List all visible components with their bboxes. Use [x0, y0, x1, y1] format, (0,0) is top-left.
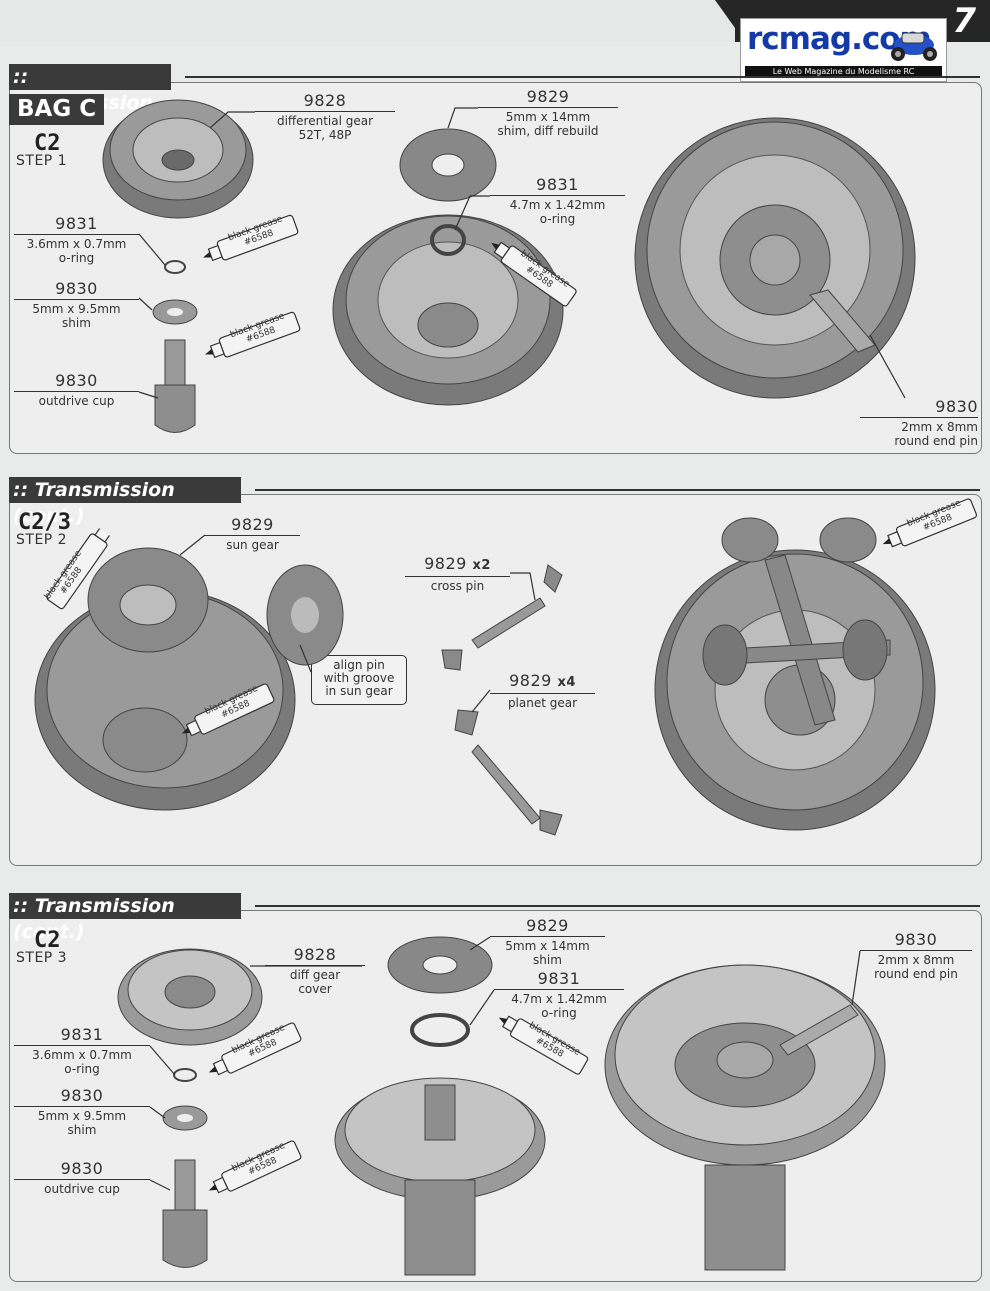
callout-planet-gear: 9829 x4 planet gear — [490, 672, 595, 710]
leader-lines — [138, 107, 906, 1191]
o-ring-small-3 — [173, 1068, 197, 1082]
section-header-2: :: Transmission (cont.) — [9, 477, 980, 527]
shim-large-3 — [387, 936, 493, 994]
diff-gear-large-1 — [634, 117, 916, 399]
o-ring-large-3 — [410, 1013, 470, 1047]
shim-small-1 — [152, 299, 198, 325]
callout-cross-pin: 9829 x2 cross pin — [405, 555, 510, 593]
outdrive-cup-1 — [154, 339, 196, 433]
cross-pin-2 — [471, 744, 541, 825]
diff-cover-mid — [334, 1077, 546, 1276]
diff-cover-small — [117, 948, 263, 1046]
shim-large-1 — [399, 128, 497, 202]
o-ring-small-1 — [164, 260, 186, 274]
callout-outdrive-cup-3: 9830 outdrive cup — [14, 1160, 150, 1196]
diff-gear-mid-1 — [332, 214, 564, 406]
page-number: 7 — [952, 1, 976, 41]
outdrive-cup-3 — [162, 1159, 208, 1268]
callout-outdrive-cup: 9830 outdrive cup — [14, 372, 139, 408]
rcmag-logo[interactable]: rcmag.com Le Web Magazine du Modelisme R… — [740, 18, 947, 82]
step-id-2: C2/3 — [18, 510, 71, 535]
section-title-3: :: Transmission (cont.) — [9, 893, 241, 943]
section-rule-3 — [255, 905, 980, 907]
page-header-light-area — [0, 0, 735, 42]
logo-subtitle: Le Web Magazine du Modelisme RC — [745, 66, 942, 77]
sun-gear-side — [266, 564, 344, 666]
callout-sun-gear: 9829 sun gear — [205, 516, 300, 552]
cross-pin-1 — [471, 597, 546, 649]
bag-label: BAG C — [9, 94, 105, 125]
planet-gears — [441, 564, 563, 836]
step-id-1: C2 — [34, 131, 61, 156]
shim-small-3 — [162, 1105, 208, 1131]
step-label-1: STEP 1 — [16, 153, 68, 169]
diff-assembly-step2 — [654, 517, 936, 831]
diff-gear-small-1 — [102, 99, 254, 219]
step-id-3: C2 — [34, 928, 61, 953]
section-rule-1 — [185, 76, 980, 78]
section-header-3: :: Transmission (cont.) — [9, 893, 980, 943]
step-label-3: STEP 3 — [16, 950, 68, 966]
section-title-2: :: Transmission (cont.) — [9, 477, 241, 527]
section-rule-2 — [255, 489, 980, 491]
diff-gear-step2 — [34, 547, 296, 811]
rc-car-icon — [891, 32, 937, 61]
step-label-2: STEP 2 — [16, 532, 68, 548]
diff-cover-large — [604, 964, 886, 1271]
